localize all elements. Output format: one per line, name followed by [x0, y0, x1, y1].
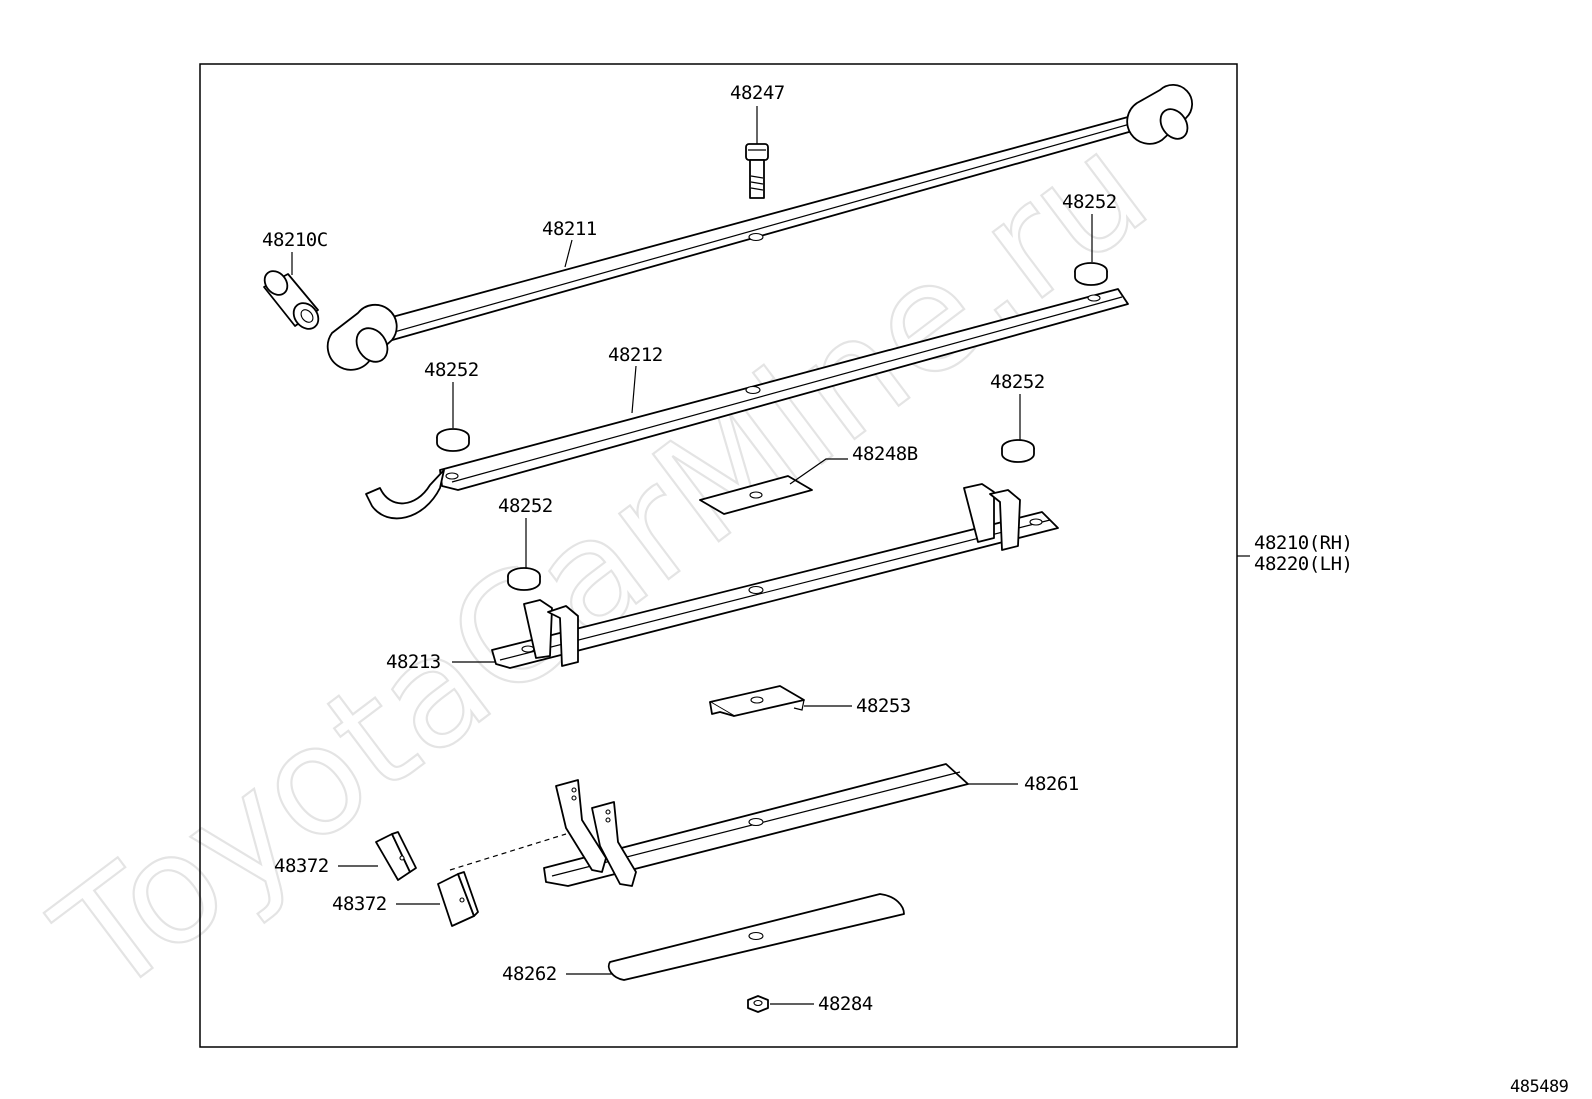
main-leaf-48211-icon[interactable]: [326, 83, 1193, 371]
label-48372-b: 48372: [332, 893, 387, 915]
clip-plate-48372-a-icon[interactable]: [375, 831, 417, 881]
bolt-48247-icon[interactable]: [745, 143, 769, 199]
label-48252-left: 48252: [424, 359, 479, 381]
label-48372-a: 48372: [274, 855, 329, 877]
label-48247: 48247: [730, 82, 785, 104]
watermark: ToyotaCarMine.ru: [26, 101, 1178, 1029]
label-48253: 48253: [856, 695, 911, 717]
figure-id: 485489: [1510, 1077, 1569, 1097]
label-assembly-rh: 48210(RH): [1254, 532, 1352, 554]
second-leaf-48212-icon[interactable]: [365, 288, 1129, 520]
label-assembly-lh: 48220(LH): [1254, 553, 1352, 575]
label-48210c: 48210C: [262, 229, 328, 251]
bushing-48210c-icon[interactable]: [260, 267, 323, 334]
label-48212: 48212: [608, 344, 663, 366]
pad-48252-top-icon[interactable]: [1074, 262, 1108, 286]
clip-plate-48372-b-icon[interactable]: [437, 871, 479, 927]
label-48252-mid: 48252: [498, 495, 553, 517]
assembly-dashed-line: [449, 833, 567, 871]
label-48262: 48262: [502, 963, 557, 985]
label-48252-right: 48252: [990, 371, 1045, 393]
fourth-leaf-48261-icon[interactable]: [543, 763, 969, 887]
pad-48252-left-icon[interactable]: [436, 428, 470, 452]
label-48211: 48211: [542, 218, 597, 240]
third-leaf-48213-icon[interactable]: [491, 483, 1059, 669]
label-48261: 48261: [1024, 773, 1079, 795]
pad-48252-right-icon[interactable]: [1001, 439, 1035, 463]
label-48252-top: 48252: [1062, 191, 1117, 213]
label-48213: 48213: [386, 651, 441, 673]
label-48284: 48284: [818, 993, 873, 1015]
pad-48252-mid-icon[interactable]: [507, 567, 541, 591]
label-48248b: 48248B: [852, 443, 918, 465]
plate-48248b-icon[interactable]: [699, 475, 813, 515]
nut-48284-icon[interactable]: [747, 995, 769, 1013]
spacer-48253-icon[interactable]: [709, 685, 805, 717]
bottom-leaf-48262-icon[interactable]: [607, 893, 905, 981]
